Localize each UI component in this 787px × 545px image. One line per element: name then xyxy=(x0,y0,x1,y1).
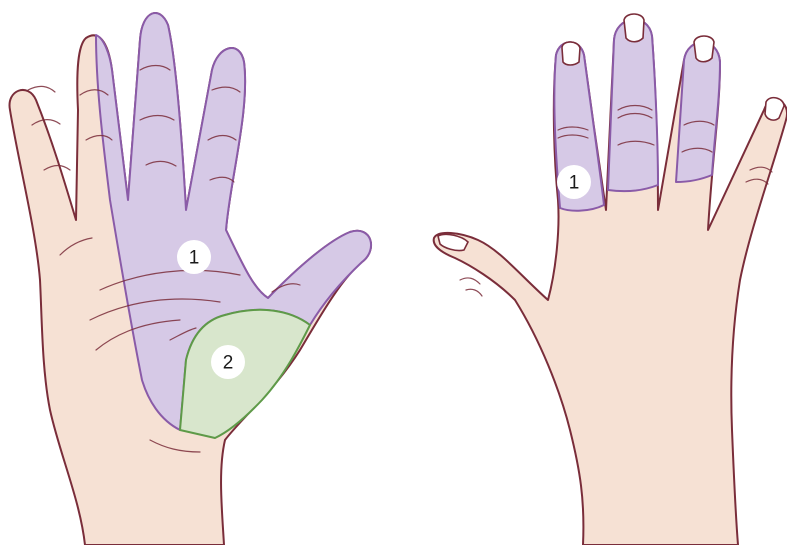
dorsal-zone-1-label: 1 xyxy=(569,173,580,194)
palm-zone-1-label: 1 xyxy=(189,248,200,269)
dorsal-hand-outline xyxy=(434,20,787,545)
palm-view: 1 2 xyxy=(10,13,372,545)
palm-zone-1-badge: 1 xyxy=(177,240,211,274)
palm-zone-2-label: 2 xyxy=(223,353,234,374)
dorsal-view: 1 xyxy=(434,14,787,545)
palm-zone-2-badge: 2 xyxy=(211,345,245,379)
dorsal-zone-1-badge: 1 xyxy=(557,165,591,199)
